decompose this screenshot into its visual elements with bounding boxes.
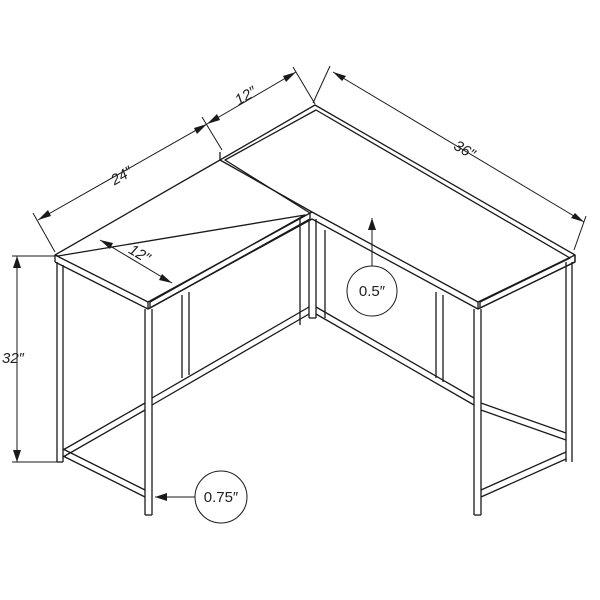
label-12-inner: 12″ bbox=[126, 241, 154, 267]
dim-36-line bbox=[312, 65, 587, 251]
label-32: 32″ bbox=[2, 350, 25, 367]
callout-leg-thickness bbox=[155, 470, 248, 524]
desk-outline bbox=[54, 104, 576, 310]
label-12-top: 12″ bbox=[232, 83, 260, 109]
front-left-leg bbox=[56, 262, 64, 463]
dim-32-line bbox=[12, 255, 57, 463]
dim-24-line bbox=[32, 116, 223, 253]
label-0-5: 0.5″ bbox=[359, 283, 386, 300]
lower-stretchers bbox=[62, 306, 567, 498]
right-front-leg bbox=[473, 309, 482, 516]
label-36: 36″ bbox=[451, 137, 479, 163]
dim-12-inner-line bbox=[99, 239, 173, 284]
right-back-leg bbox=[565, 262, 573, 462]
label-0-75: 0.75″ bbox=[204, 489, 239, 506]
front-corner-leg bbox=[144, 309, 153, 516]
inner-posts bbox=[181, 219, 444, 382]
callout-top-thickness bbox=[346, 218, 398, 317]
dim-12-top-line bbox=[206, 66, 316, 125]
back-corner-leg bbox=[308, 219, 317, 319]
